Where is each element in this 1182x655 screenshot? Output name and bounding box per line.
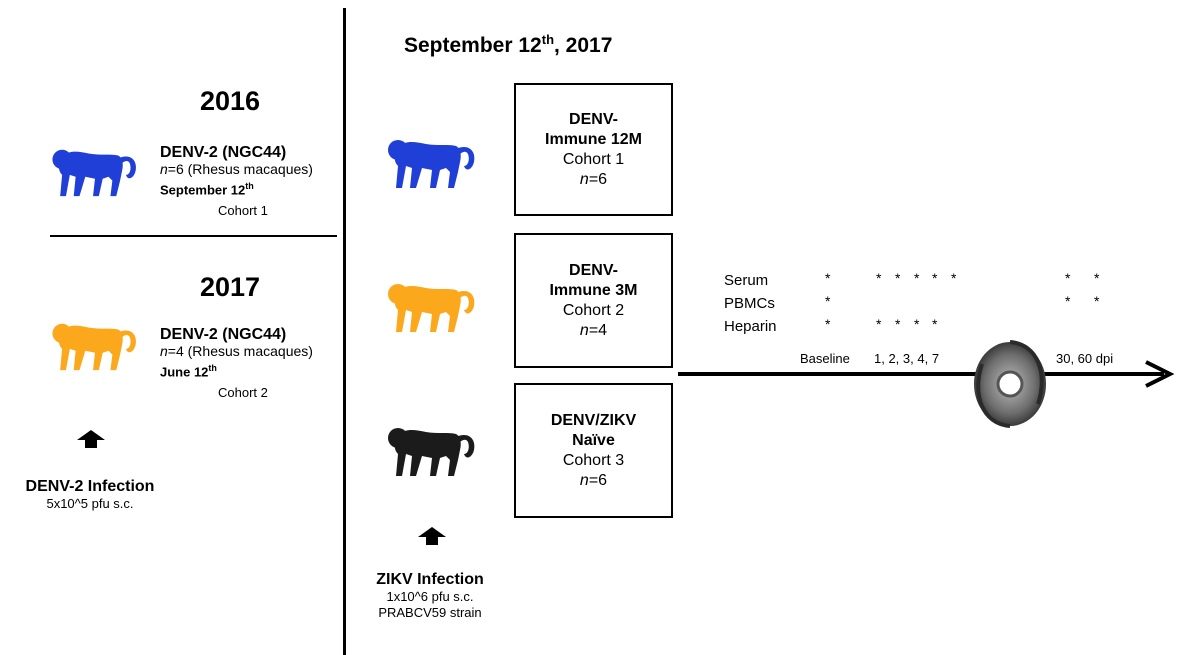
time-break-swirl-icon: [974, 340, 1046, 428]
heparin-d2-star: *: [895, 316, 901, 332]
serum-baseline-star: *: [825, 270, 831, 286]
timeline-arrow: [678, 360, 1175, 388]
tick-early-days: 1, 2, 3, 4, 7: [874, 351, 940, 366]
serum-d60-star: *: [1094, 270, 1100, 286]
row-label-serum: Serum: [724, 272, 769, 289]
cohort1-label: Cohort 1: [218, 203, 268, 219]
denv-infection-arrow-icon: [77, 430, 105, 448]
right-header: September 12th, 2017: [404, 32, 613, 57]
serum-d2-star: *: [895, 270, 901, 286]
monkey-cohort1-right-icon: [386, 132, 476, 192]
cohort2-info: DENV-2 (NGC44) n=4 (Rhesus macaques) Jun…: [160, 326, 340, 401]
box-cohort2: DENV- Immune 3M Cohort 2 n=4: [514, 233, 673, 368]
serum-d4-star: *: [932, 270, 938, 286]
row-label-pbmcs: PBMCs: [724, 295, 775, 312]
heparin-d4-star: *: [932, 316, 938, 332]
serum-d30-star: *: [1065, 270, 1071, 286]
pbmcs-d30-star: *: [1065, 293, 1071, 309]
heparin-d3-star: *: [914, 316, 920, 332]
tick-baseline: Baseline: [800, 351, 850, 366]
center-divider: [343, 8, 346, 655]
cohort1-strain: DENV-2 (NGC44): [160, 144, 287, 161]
pbmcs-baseline-star: *: [825, 293, 831, 309]
heparin-d1-star: *: [876, 316, 882, 332]
pbmcs-d60-star: *: [1094, 293, 1100, 309]
serum-d1-star: *: [876, 270, 882, 286]
cohort2-strain: DENV-2 (NGC44): [160, 326, 287, 343]
monkey-cohort2-right-icon: [386, 276, 476, 336]
heparin-baseline-star: *: [825, 316, 831, 332]
year-2017: 2017: [199, 272, 261, 302]
year-2016: 2016: [199, 86, 261, 116]
monkey-cohort1-icon: [50, 142, 138, 200]
zikv-infection-label: ZIKV Infection 1x10^6 pfu s.c. PRABCV59 …: [376, 571, 484, 620]
denv-infection-label: DENV-2 Infection 5x10^5 pfu s.c.: [25, 478, 155, 511]
row-label-heparin: Heparin: [724, 318, 777, 335]
box-cohort1: DENV- Immune 12M Cohort 1 n=6: [514, 83, 673, 216]
left-divider: [50, 235, 337, 237]
box-cohort3: DENV/ZIKV Naïve Cohort 3 n=6: [514, 383, 673, 518]
cohort2-label: Cohort 2: [218, 385, 268, 401]
monkey-cohort2-icon: [50, 316, 138, 374]
serum-d7-star: *: [951, 270, 957, 286]
cohort1-info: DENV-2 (NGC44) n=6 (Rhesus macaques) Sep…: [160, 144, 340, 219]
serum-d3-star: *: [914, 270, 920, 286]
zikv-infection-arrow-icon: [418, 527, 446, 545]
tick-late-days: 30, 60 dpi: [1056, 351, 1114, 366]
monkey-cohort3-icon: [386, 420, 476, 480]
